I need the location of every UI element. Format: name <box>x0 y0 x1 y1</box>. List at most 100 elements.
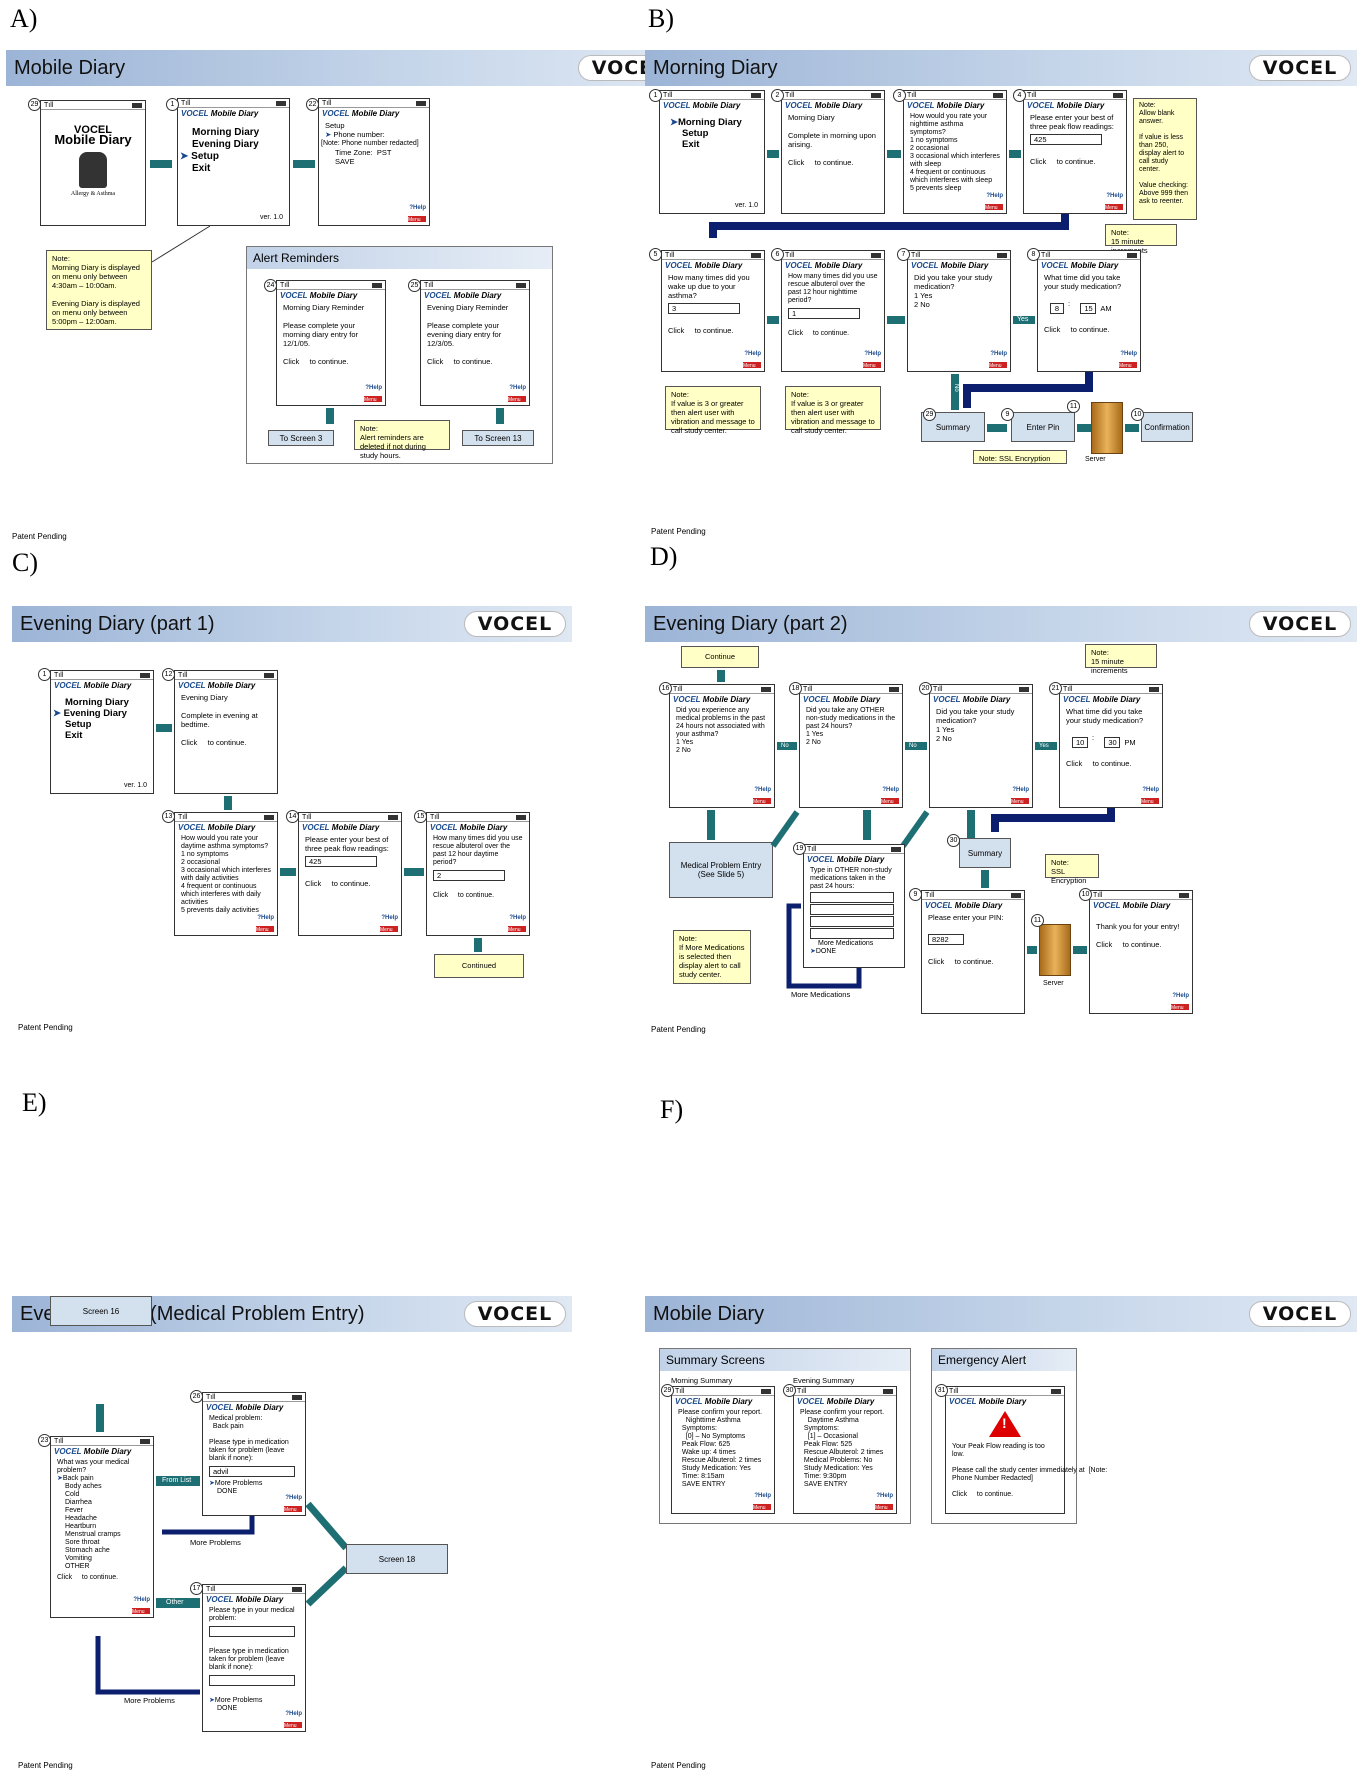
list-item[interactable]: Menstrual cramps <box>65 1531 121 1538</box>
help-softkey[interactable]: ?Help <box>133 1597 150 1603</box>
help-softkey[interactable]: ?Help <box>1106 193 1123 199</box>
ampm-label[interactable]: AM <box>1100 303 1112 313</box>
help-softkey[interactable]: ?Help <box>285 1495 302 1501</box>
menu-softkey[interactable]: Menu <box>380 926 398 933</box>
save-entry-option[interactable]: SAVE ENTRY <box>800 1481 848 1488</box>
menu-softkey[interactable]: Menu <box>753 1504 771 1511</box>
help-softkey[interactable]: ?Help <box>381 915 398 921</box>
help-softkey[interactable]: ?Help <box>257 915 274 921</box>
list-item[interactable]: Stomach ache <box>65 1547 110 1554</box>
more-medications-option[interactable]: More Medications <box>818 940 874 947</box>
list-item[interactable]: Diarrhea <box>65 1499 92 1506</box>
medication-input[interactable]: advil <box>209 1466 295 1477</box>
menu-softkey[interactable]: Menu <box>1011 798 1029 805</box>
peak-flow-input[interactable]: 425 <box>1030 134 1102 145</box>
help-softkey[interactable]: ?Help <box>986 193 1003 199</box>
medication-input[interactable] <box>209 1675 295 1686</box>
more-problems-option[interactable]: ➤More Problems <box>209 1480 263 1487</box>
help-softkey[interactable]: ?Help <box>990 351 1007 357</box>
save-option[interactable]: SAVE <box>335 157 355 166</box>
menu-softkey[interactable]: Menu <box>863 362 881 369</box>
menu-softkey[interactable]: Menu <box>875 1504 893 1511</box>
help-softkey[interactable]: ?Help <box>882 787 899 793</box>
menu-softkey[interactable]: Menu <box>985 204 1003 211</box>
menu-item-exit[interactable]: Exit <box>65 730 83 741</box>
menu-softkey[interactable]: Menu <box>364 396 382 403</box>
menu-softkey[interactable]: Menu <box>1141 798 1159 805</box>
help-softkey[interactable]: ?Help <box>365 385 382 391</box>
help-softkey[interactable]: ?Help <box>864 351 881 357</box>
list-item[interactable]: Cold <box>65 1491 80 1498</box>
list-item[interactable]: ➤Back pain <box>57 1475 94 1482</box>
flow-arrow <box>991 814 999 832</box>
menu-softkey[interactable]: Menu <box>1119 362 1137 369</box>
ampm-label[interactable]: PM <box>1124 737 1136 747</box>
yes-arrow: Yes <box>1035 742 1057 750</box>
peak-flow-input[interactable]: 425 <box>305 856 377 867</box>
menu-softkey[interactable]: Menu <box>284 1722 302 1729</box>
save-entry-option[interactable]: SAVE ENTRY <box>678 1481 726 1488</box>
list-item[interactable]: Fever <box>65 1507 83 1514</box>
minute-field[interactable]: 30 <box>1104 736 1121 748</box>
menu-softkey[interactable]: Menu <box>508 926 526 933</box>
help-softkey[interactable]: ?Help <box>509 385 526 391</box>
list-item[interactable]: Body aches <box>65 1483 102 1490</box>
menu-softkey[interactable]: Menu <box>256 926 274 933</box>
hour-field[interactable]: 10 <box>1072 736 1088 748</box>
help-softkey[interactable]: ?Help <box>744 351 761 357</box>
help-softkey[interactable]: ?Help <box>1120 351 1137 357</box>
menu-item-evening[interactable]: ➤ Evening Diary <box>53 708 127 719</box>
menu-softkey[interactable]: Menu <box>408 216 426 223</box>
patent-pending: Patent Pending <box>651 1761 706 1770</box>
menu-item-setup[interactable]: Setup <box>682 128 709 139</box>
help-softkey[interactable]: ?Help <box>1012 787 1029 793</box>
menu-item-morning[interactable]: Morning Diary <box>192 127 260 138</box>
menu-softkey[interactable]: Menu <box>508 396 526 403</box>
menu-item-setup[interactable]: Setup <box>65 719 92 730</box>
list-item[interactable]: Heartburn <box>65 1523 97 1530</box>
done-option[interactable]: ➤DONE <box>810 948 837 955</box>
help-softkey[interactable]: ?Help <box>409 205 426 211</box>
list-item[interactable]: Sore throat <box>65 1539 100 1546</box>
menu-softkey[interactable]: Menu <box>989 362 1007 369</box>
menu-item-exit[interactable]: Exit <box>192 163 211 174</box>
help-softkey[interactable]: ?Help <box>1172 993 1189 999</box>
minute-field[interactable]: 15 <box>1080 302 1097 314</box>
menu-item-exit[interactable]: Exit <box>682 139 700 150</box>
list-item[interactable]: Headache <box>65 1515 97 1522</box>
menu-item-morning[interactable]: ➤Morning Diary <box>670 117 742 128</box>
done-option[interactable]: DONE <box>217 1488 238 1495</box>
hour-field[interactable]: 8 <box>1050 302 1064 314</box>
menu-softkey[interactable]: Menu <box>284 1506 302 1513</box>
phone-screen-main-menu: Tıll VOCEL Mobile Diary Morning Diary Ev… <box>177 98 290 226</box>
slide-title: Mobile Diary <box>14 56 126 79</box>
menu-item-evening[interactable]: Evening Diary <box>192 139 259 150</box>
medication-field[interactable] <box>810 928 894 939</box>
medication-field[interactable] <box>810 892 894 903</box>
menu-softkey[interactable]: Menu <box>132 1608 150 1615</box>
albuterol-input[interactable]: 1 <box>788 308 860 319</box>
problem-input[interactable] <box>209 1626 295 1637</box>
menu-softkey[interactable]: Menu <box>1105 204 1123 211</box>
help-softkey[interactable]: ?Help <box>1142 787 1159 793</box>
menu-item-morning[interactable]: Morning Diary <box>65 697 129 708</box>
done-option[interactable]: DONE <box>217 1705 238 1712</box>
menu-item-setup[interactable]: ➤ Setup <box>180 151 219 162</box>
menu-softkey[interactable]: Menu <box>1171 1004 1189 1011</box>
more-problems-option[interactable]: ➤More Problems <box>209 1697 263 1704</box>
medication-field[interactable] <box>810 916 894 927</box>
list-item[interactable]: OTHER <box>65 1563 90 1570</box>
help-softkey[interactable]: ?Help <box>876 1493 893 1499</box>
help-softkey[interactable]: ?Help <box>285 1711 302 1717</box>
medication-field[interactable] <box>810 904 894 915</box>
menu-softkey[interactable]: Menu <box>881 798 899 805</box>
menu-softkey[interactable]: Menu <box>743 362 761 369</box>
help-softkey[interactable]: ?Help <box>754 1493 771 1499</box>
help-softkey[interactable]: ?Help <box>754 787 771 793</box>
albuterol-input[interactable]: 2 <box>433 870 505 881</box>
list-item[interactable]: Vomiting <box>65 1555 92 1562</box>
menu-softkey[interactable]: Menu <box>753 798 771 805</box>
pin-input[interactable]: 8282 <box>928 934 964 945</box>
help-softkey[interactable]: ?Help <box>509 915 526 921</box>
wake-up-input[interactable]: 3 <box>668 303 740 314</box>
